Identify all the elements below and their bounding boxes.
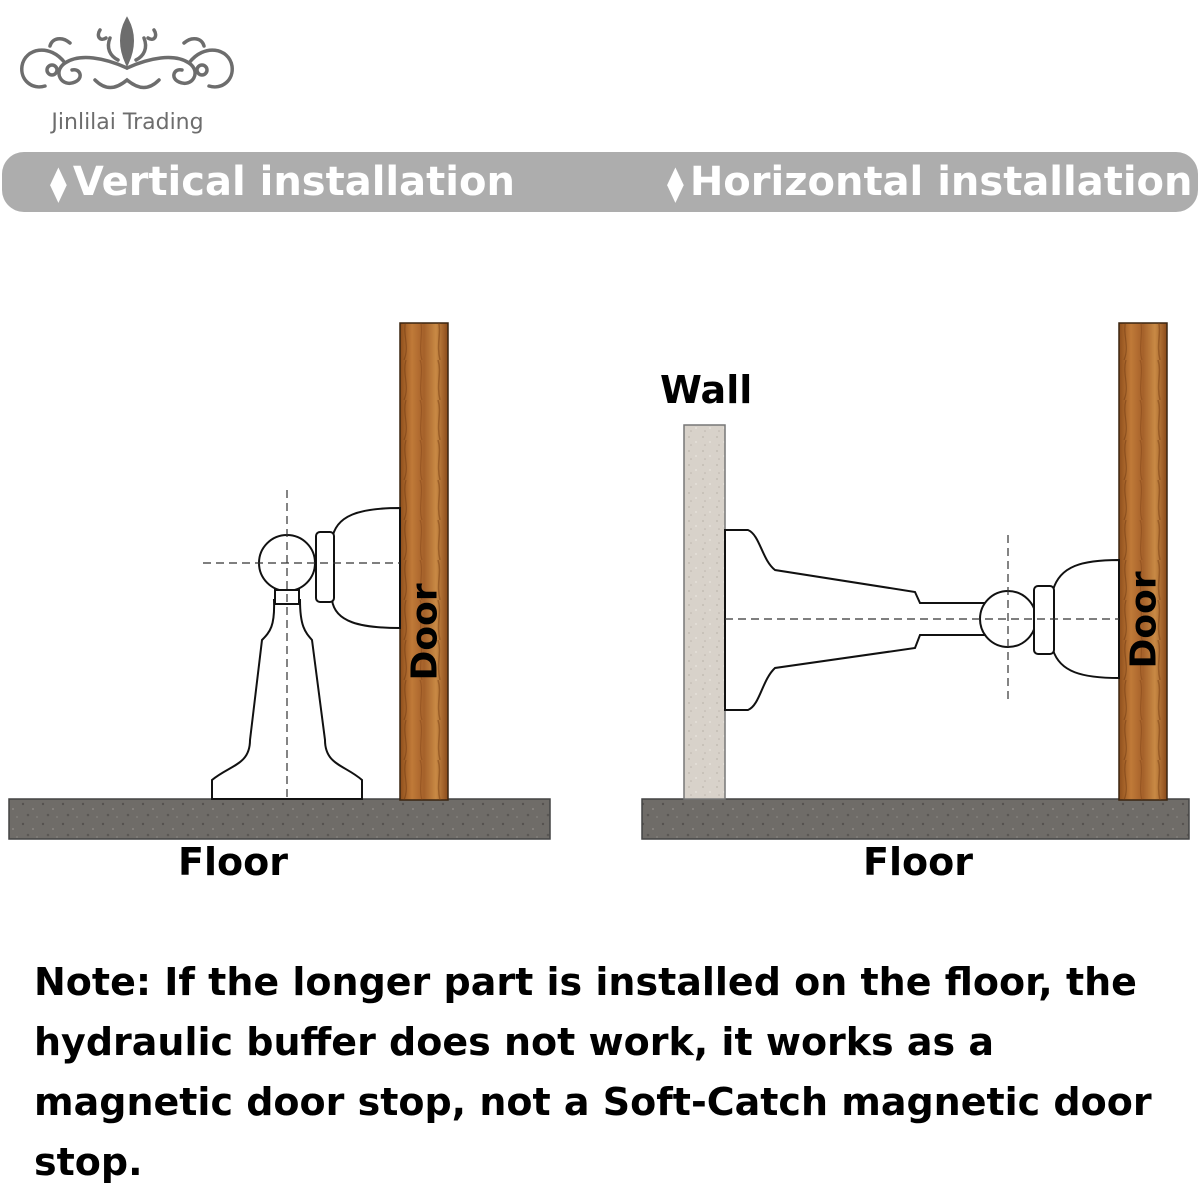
horizontal-door-label: Door	[1123, 571, 1165, 669]
floor-slab	[641, 798, 1190, 840]
vertical-installation-heading: ⧫Vertical installation	[50, 152, 515, 212]
wall-mount-stand	[724, 529, 1001, 711]
horizontal-floor-label: Floor	[863, 840, 973, 884]
horizontal-installation-diagram	[641, 322, 1190, 840]
wall-label: Wall	[660, 368, 753, 412]
vertical-installation-diagram	[8, 322, 551, 840]
vertical-door-label: Door	[404, 583, 446, 681]
diamond-bullet-icon: ⧫	[667, 164, 684, 204]
horizontal-installation-label: Horizontal installation	[689, 159, 1193, 205]
installation-banner: ⧫Vertical installation ⧫Horizontal insta…	[2, 152, 1198, 212]
vertical-floor-label: Floor	[178, 840, 288, 884]
floor-slab	[8, 798, 551, 840]
wall-panel	[683, 424, 726, 800]
installation-note: Note: If the longer part is installed on…	[34, 960, 1152, 1184]
door-catch	[331, 506, 401, 630]
ornament-icon	[20, 16, 234, 90]
door-panel	[399, 322, 449, 801]
door-panel	[1118, 322, 1168, 801]
horizontal-installation-heading: ⧫Horizontal installation	[667, 152, 1193, 212]
brand-name: Jinlilai Trading	[51, 110, 204, 135]
vertical-installation-label: Vertical installation	[72, 159, 515, 205]
diamond-bullet-icon: ⧫	[50, 164, 67, 204]
brand-logo: Jinlilai Trading	[10, 8, 245, 138]
